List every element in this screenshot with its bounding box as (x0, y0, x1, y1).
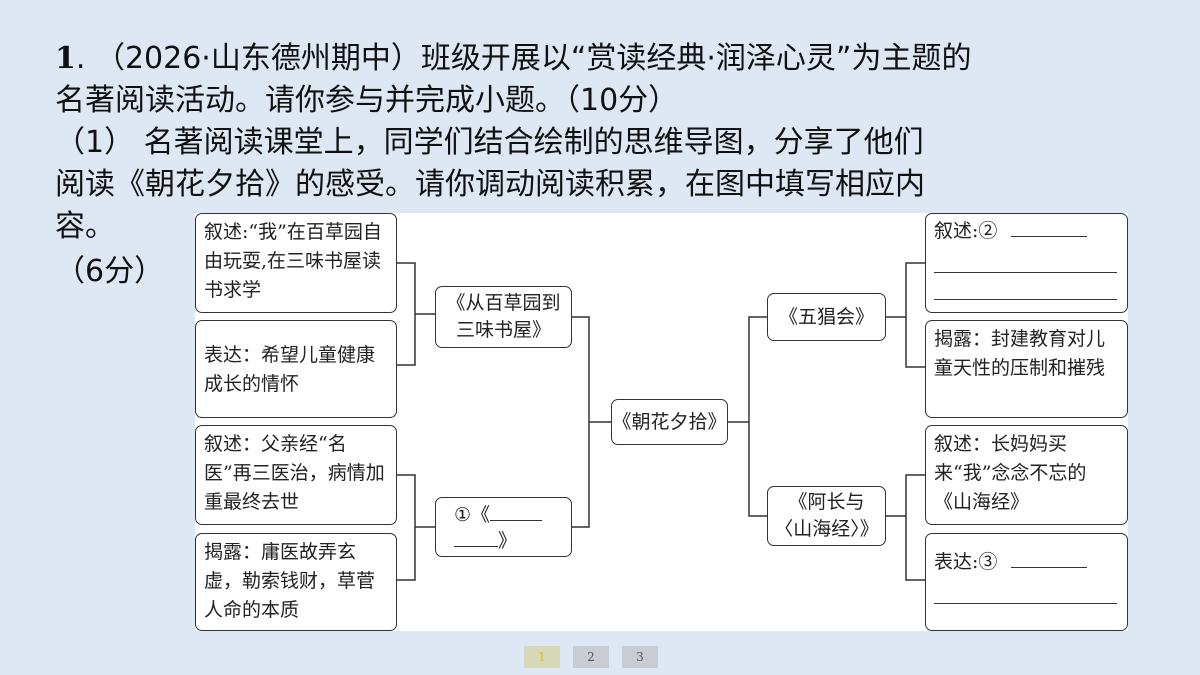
question-line-2: 名著阅读活动。请你参与并完成小题。（10分） (55, 83, 679, 118)
answer-blank-1b[interactable] (454, 546, 498, 547)
center-node: 《朝花夕拾》 (611, 399, 728, 445)
score-label: （6分） (55, 254, 165, 289)
leaf-express-baicaoyuan: 表达：希望儿童健康成长的情怀 (195, 320, 397, 418)
answer-blank-2b[interactable] (934, 246, 1117, 273)
pager: 1 2 3 (524, 646, 658, 668)
page-button-3[interactable]: 3 (622, 646, 658, 668)
leaf-narrate-wuchanghui: 叙述:② (925, 213, 1128, 313)
branch-blank-1: ①《 》 (435, 497, 572, 557)
leaf-narrate-fuqin: 叙述：父亲经“名医”再三医治，病情加重最终去世 (195, 425, 397, 525)
subquestion-line-2: 阅读《朝花夕拾》的感受。请你调动阅读积累，在图中填写相应内 (55, 167, 925, 202)
branch-achang: 《阿长与 〈山海经〉》 (767, 486, 886, 546)
branch-wuchanghui: 《五猖会》 (767, 293, 886, 341)
leaf-narrate-baicaoyuan: 叙述:“我”在百草园自由玩耍,在三味书屋读书求学 (195, 213, 397, 313)
page-button-2[interactable]: 2 (573, 646, 609, 668)
question-number: 1 (55, 41, 76, 76)
branch-baicaoyuan: 《从百草园到 三味书屋》 (435, 286, 572, 348)
mind-map: 叙述:“我”在百草园自由玩耍,在三味书屋读书求学 表达：希望儿童健康成长的情怀 … (195, 213, 1128, 631)
answer-blank-3b[interactable] (934, 577, 1117, 604)
question-line-1: 1. （2026·山东德州期中）班级开展以“赏读经典·润泽心灵”为主题的 (55, 41, 972, 76)
leaf-reveal-fuqin: 揭露：庸医故弄玄虚，勒索钱财，草菅人命的本质 (195, 533, 397, 631)
leaf-reveal-wuchanghui: 揭露：封建教育对儿童天性的压制和摧残 (925, 320, 1128, 418)
subquestion-line-1: （1） 名著阅读课堂上，同学们结合绘制的思维导图，分享了他们 (55, 125, 924, 160)
answer-blank-1a[interactable] (490, 520, 543, 521)
leaf-narrate-achang: 叙述：长妈妈买来“我”念念不忘的《山海经》 (925, 425, 1128, 525)
page-button-1[interactable]: 1 (524, 646, 560, 668)
connector-lines (397, 262, 925, 581)
answer-blank-2c[interactable] (934, 273, 1117, 300)
answer-blank-2a[interactable] (1011, 236, 1088, 237)
answer-blank-3a[interactable] (1011, 567, 1088, 568)
leaf-express-achang: 表达:③ (925, 533, 1128, 631)
question-text: 1. （2026·山东德州期中）班级开展以“赏读经典·润泽心灵”为主题的 名著阅… (55, 38, 1165, 248)
subquestion-line-3: 容。 (55, 209, 115, 244)
